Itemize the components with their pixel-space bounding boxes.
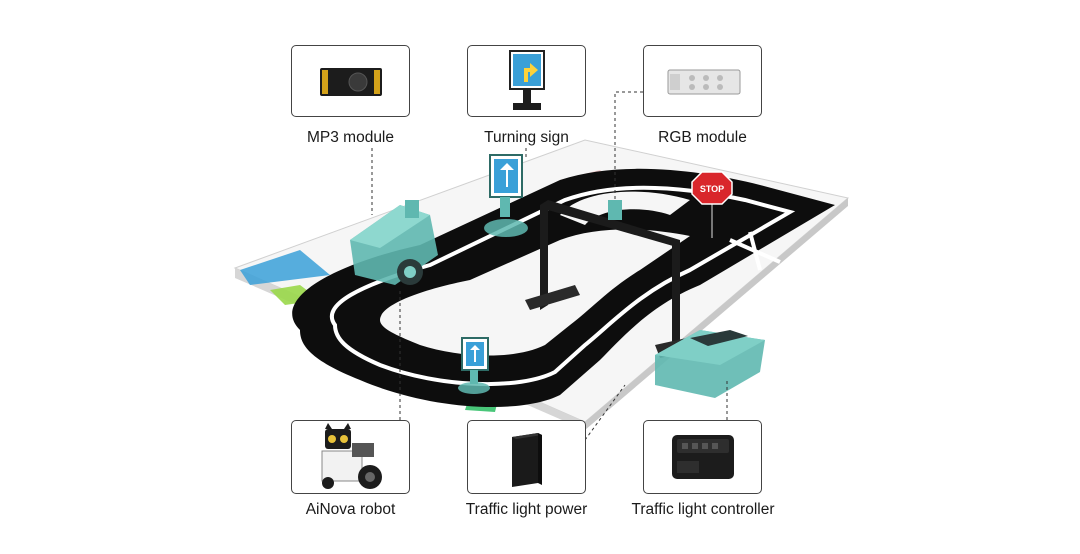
traffic-light-power-label: Traffic light power (465, 501, 588, 518)
mp3-module-label: MP3 module (306, 129, 394, 146)
turning-sign-card (467, 45, 586, 117)
robot-model (350, 200, 438, 285)
turning-sign-icon (509, 50, 545, 110)
stop-sign-text: STOP (700, 184, 724, 194)
turning-sign-model-lower (458, 337, 490, 394)
controller-model (655, 330, 765, 398)
turning-sign-model-upper (484, 154, 528, 237)
leader-power (584, 384, 626, 441)
rgb-light-unit (608, 200, 622, 220)
leader-lines (371, 91, 728, 441)
rgb-module-label: RGB module (658, 129, 747, 146)
robot-icon (321, 423, 382, 489)
stop-sign: STOP (691, 171, 733, 238)
mp3-module-card (291, 45, 410, 117)
traffic-light-power-card (467, 420, 586, 494)
traffic-light-controller-label: Traffic light controller (631, 501, 775, 518)
blue-patch (240, 250, 330, 285)
traffic-light-controller-card (643, 420, 762, 494)
turning-sign-label: Turning sign (484, 129, 569, 146)
mp3-module-icon (320, 68, 382, 96)
rgb-module-icon (667, 69, 741, 95)
power-bank-icon (512, 433, 542, 487)
controller-icon (672, 435, 734, 479)
ainova-robot-card (291, 420, 410, 494)
ainova-robot-label: AiNova robot (305, 501, 396, 518)
rgb-module-card (643, 45, 762, 117)
